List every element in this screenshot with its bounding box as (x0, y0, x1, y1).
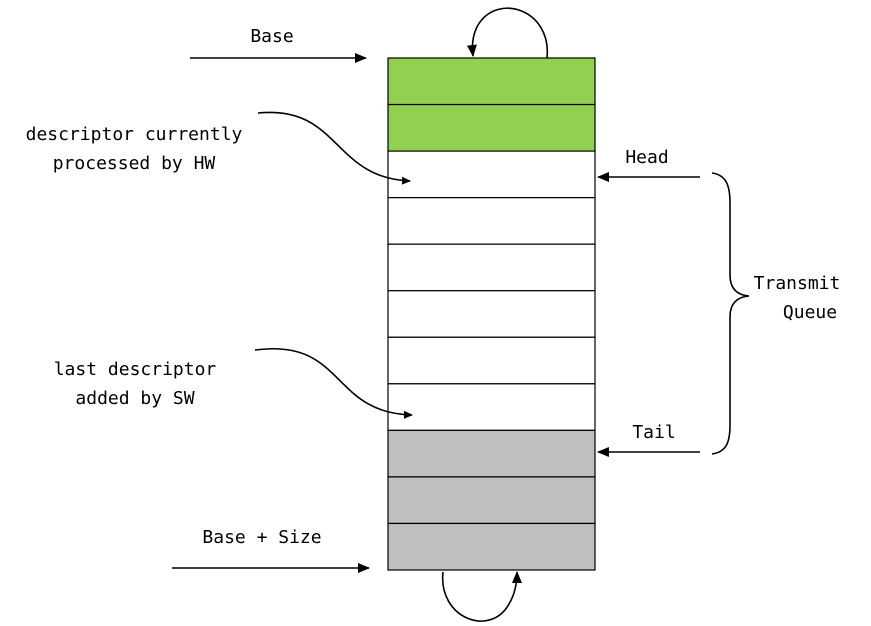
tail-label: Tail (632, 422, 675, 443)
transmit-queue-label-line2: Queue (783, 302, 837, 323)
sw-descriptor-label-line2: added by SW (75, 388, 194, 409)
base-label: Base (250, 26, 293, 47)
hw-descriptor-label-line2: processed by HW (53, 153, 216, 174)
descriptor-ring (387, 57, 596, 571)
sw-descriptor-label-line1: last descriptor (54, 359, 217, 380)
hw-descriptor-label-line1: descriptor currently (26, 124, 243, 145)
head-label: Head (625, 147, 668, 168)
base-plus-size-label: Base + Size (202, 527, 321, 548)
descriptor-slot-empty (387, 197, 596, 245)
descriptor-slot-filled-gray (387, 476, 596, 525)
transmit-queue-brace (711, 172, 750, 455)
top-wrap-arrow (466, 7, 548, 59)
descriptor-slot-empty (387, 290, 596, 338)
descriptor-slot-filled-gray (387, 522, 596, 571)
sw-descriptor-pointer (254, 347, 413, 419)
descriptor-slot-empty (387, 150, 596, 199)
descriptor-slot-empty (387, 336, 596, 385)
transmit-queue-label-line1: Transmit (754, 273, 841, 294)
descriptor-slot-empty (387, 383, 596, 431)
descriptor-slot-filled-green (387, 57, 596, 106)
descriptor-slot-filled-gray (387, 429, 596, 478)
bottom-wrap-arrow (442, 571, 522, 622)
hw-descriptor-pointer (257, 111, 411, 185)
descriptor-slot-empty (387, 243, 596, 292)
descriptor-slot-filled-green (387, 103, 596, 152)
